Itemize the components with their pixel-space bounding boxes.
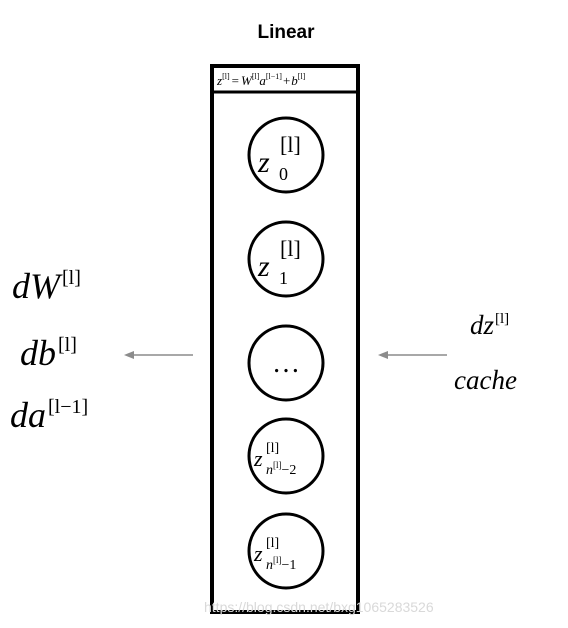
output-db: db[l]	[20, 333, 77, 373]
unit-circle	[247, 220, 325, 298]
unit-z0: z [l] 0	[247, 116, 325, 194]
unit-symbol: z	[253, 446, 263, 471]
unit-z-n-minus-2: z [l] n[l]−2	[247, 417, 325, 495]
unit-superscript: [l]	[266, 536, 279, 551]
layer-outline	[210, 64, 360, 614]
arrow-head-icon	[124, 351, 134, 359]
unit-symbol: z	[257, 250, 270, 283]
linear-layer-box	[210, 64, 360, 614]
gradient-outputs: dW[l] db[l] da[l−1]	[10, 266, 88, 435]
output-dW: dW[l]	[12, 266, 81, 306]
unit-subscript: n[l]−2	[266, 460, 296, 478]
unit-symbol: z	[257, 146, 270, 179]
unit-subscript: 1	[279, 268, 288, 288]
unit-circle	[247, 116, 325, 194]
watermark-text: https://blog.csdn.net/bxg1065283526	[204, 599, 434, 615]
input-dz: dz[l]	[470, 310, 509, 340]
unit-subscript: n[l]−1	[266, 555, 296, 573]
unit-z-n-minus-1: z [l] n[l]−1	[247, 512, 325, 590]
input-cache: cache	[454, 365, 517, 395]
unit-circle	[247, 324, 325, 402]
arrow-head-icon	[378, 351, 388, 359]
layer-equation: z[l]=W[l]a[l−1]+b[l]	[216, 72, 306, 88]
unit-superscript: [l]	[280, 236, 301, 261]
unit-subscript: 0	[279, 164, 288, 184]
ellipsis-symbol: …	[272, 348, 300, 379]
unit-circle	[247, 512, 325, 590]
unit-superscript: [l]	[280, 132, 301, 157]
input-arrow	[378, 351, 447, 359]
backward-inputs: dz[l] cache	[454, 310, 517, 395]
output-da: da[l−1]	[10, 395, 88, 435]
unit-symbol: z	[253, 541, 263, 566]
unit-z1: z [l] 1	[247, 220, 325, 298]
output-arrow	[124, 351, 193, 359]
diagram-title: Linear	[257, 22, 315, 43]
unit-circle	[247, 417, 325, 495]
unit-superscript: [l]	[266, 441, 279, 456]
unit-ellipsis: …	[247, 324, 325, 402]
